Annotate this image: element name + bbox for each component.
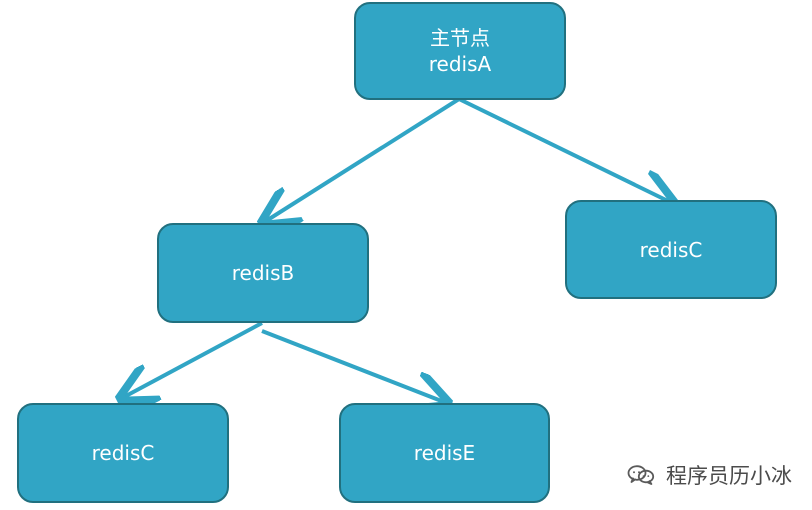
arrow-b-to-e bbox=[261, 329, 444, 402]
watermark: 程序员历小冰 bbox=[626, 460, 792, 490]
arrow-a-to-c-right bbox=[458, 97, 670, 202]
node-redis-b: redisB bbox=[157, 223, 369, 323]
watermark-text: 程序员历小冰 bbox=[666, 464, 792, 488]
node-redis-a-title: 主节点 bbox=[430, 26, 490, 50]
arrow-b-to-c-left bbox=[124, 321, 263, 397]
node-redis-c-left: redisC bbox=[17, 403, 229, 503]
node-redis-c-left-label: redisC bbox=[91, 441, 155, 465]
node-redis-e-label: redisE bbox=[413, 441, 476, 465]
arrow-a-to-b bbox=[266, 97, 461, 221]
node-redis-c-right: redisC bbox=[565, 200, 777, 299]
node-redis-a-label: redisA bbox=[428, 52, 492, 76]
node-redis-c-right-label: redisC bbox=[639, 237, 703, 262]
node-redis-e: redisE bbox=[339, 403, 550, 503]
node-redis-b-label: redisB bbox=[231, 261, 295, 285]
node-redis-a: 主节点 redisA bbox=[354, 2, 566, 100]
wechat-icon bbox=[627, 465, 655, 485]
